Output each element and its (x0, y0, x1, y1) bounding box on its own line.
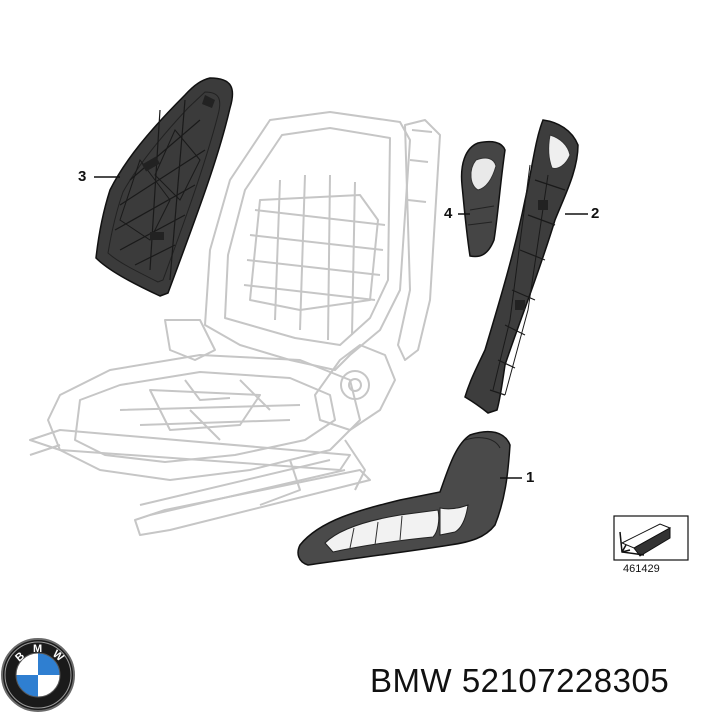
callout-1: 1 (526, 469, 535, 486)
callout-3: 3 (78, 168, 87, 185)
logo-letter-m: M (33, 643, 42, 655)
seat-frame-drawing (29, 111, 441, 536)
callout-4: 4 (444, 205, 453, 222)
reference-arrow-box (613, 515, 689, 561)
part-3-backrest-side-trim (95, 77, 234, 297)
reference-number: 461429 (623, 563, 660, 575)
leader-lines (94, 176, 588, 479)
part-4-small-cover (460, 140, 506, 258)
part-caption: BMW 52107228305 (370, 662, 670, 699)
part-1-seat-side-trim (297, 430, 511, 566)
callout-2: 2 (591, 205, 600, 222)
part-2-long-side-trim (464, 119, 579, 414)
bmw-logo-icon: B M W (1, 638, 75, 712)
